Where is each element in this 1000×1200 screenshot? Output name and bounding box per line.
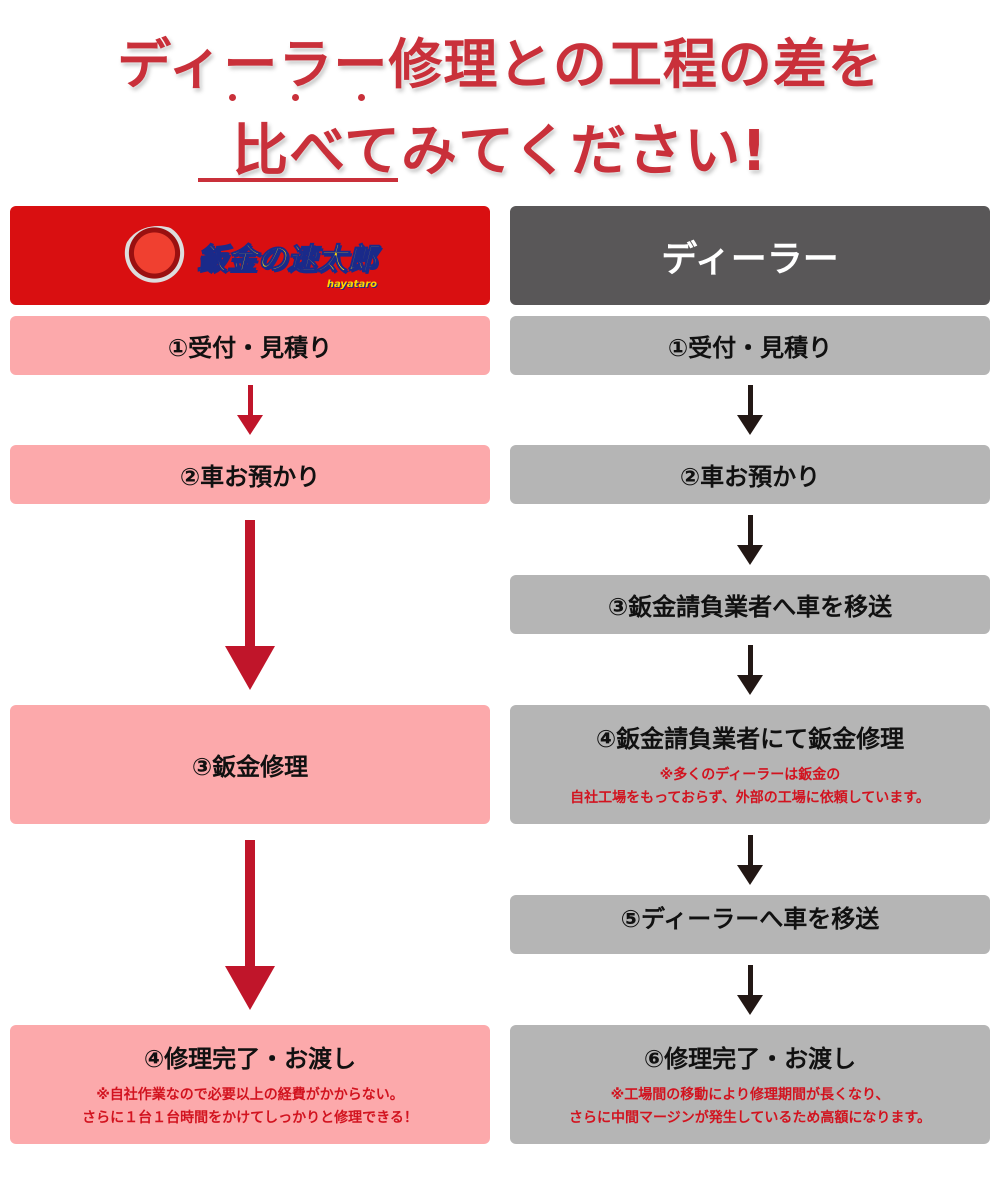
right-step-4: ④鈑金請負業者にて鈑金修理 ※多くのディーラーは鈑金の自社工場をもっておらず、外… [510, 705, 990, 824]
arrow-down-icon [225, 520, 275, 690]
logo-text: 鈑金の速太郎 [197, 241, 378, 277]
step-note: ※工場間の移動により修理期間が長くなり、さらに中間マージンが発生しているため高額… [569, 1087, 931, 1126]
right-header: ディーラー [510, 206, 990, 305]
step-label: ②車お預かり [679, 463, 821, 491]
left-step-3: ③鈑金修理 [10, 705, 490, 824]
step-note: ※自社作業なので必要以上の経費がかからない。さらに１台１台時間をかけてしっかりと… [82, 1087, 418, 1126]
logo-subtext: hayataro [326, 278, 377, 290]
headline-line1: ディーラー修理との工程の差を [117, 33, 883, 96]
left-step-2: ②車お預かり [10, 445, 490, 504]
emphasis-dot [292, 94, 299, 101]
arrow-down-icon [737, 645, 763, 695]
step-label: ④鈑金請負業者にて鈑金修理 [595, 725, 905, 753]
arrow-down-icon [225, 840, 275, 1010]
arrow-down-icon [737, 965, 763, 1015]
step-label: ④修理完了・お渡し [143, 1045, 357, 1073]
step-note: ※多くのディーラーは鈑金の自社工場をもっておらず、外部の工場に依頼しています。 [570, 767, 930, 806]
step-label: ③鈑金修理 [191, 753, 309, 781]
arrow-down-icon [737, 385, 763, 435]
step-label: ⑤ディーラーへ車を移送 [620, 905, 880, 933]
step-label: ②車お預かり [179, 463, 321, 491]
mascot-car-icon [123, 225, 193, 286]
step-label: ①受付・見積り [167, 334, 333, 362]
step-label: ⑥修理完了・お渡し [643, 1045, 857, 1073]
left-step-1: ①受付・見積り [10, 316, 490, 375]
arrow-down-icon [737, 515, 763, 565]
right-step-6: ⑥修理完了・お渡し ※工場間の移動により修理期間が長くなり、さらに中間マージンが… [510, 1025, 990, 1144]
right-step-2: ②車お預かり [510, 445, 990, 504]
step-label: ①受付・見積り [667, 334, 833, 362]
arrow-down-icon [737, 835, 763, 885]
right-step-3: ③鈑金請負業者へ車を移送 [510, 575, 990, 634]
emphasis-dot [358, 94, 365, 101]
headline-line2: 比べてみてください! [232, 119, 768, 184]
left-step-4: ④修理完了・お渡し ※自社作業なので必要以上の経費がかからない。さらに１台１台時… [10, 1025, 490, 1144]
emphasis-dot [229, 94, 236, 101]
headline-underline [198, 178, 398, 182]
right-step-1: ①受付・見積り [510, 316, 990, 375]
arrow-down-icon [237, 385, 263, 435]
step-label: ③鈑金請負業者へ車を移送 [607, 593, 893, 621]
right-step-5: ⑤ディーラーへ車を移送 [510, 895, 990, 954]
